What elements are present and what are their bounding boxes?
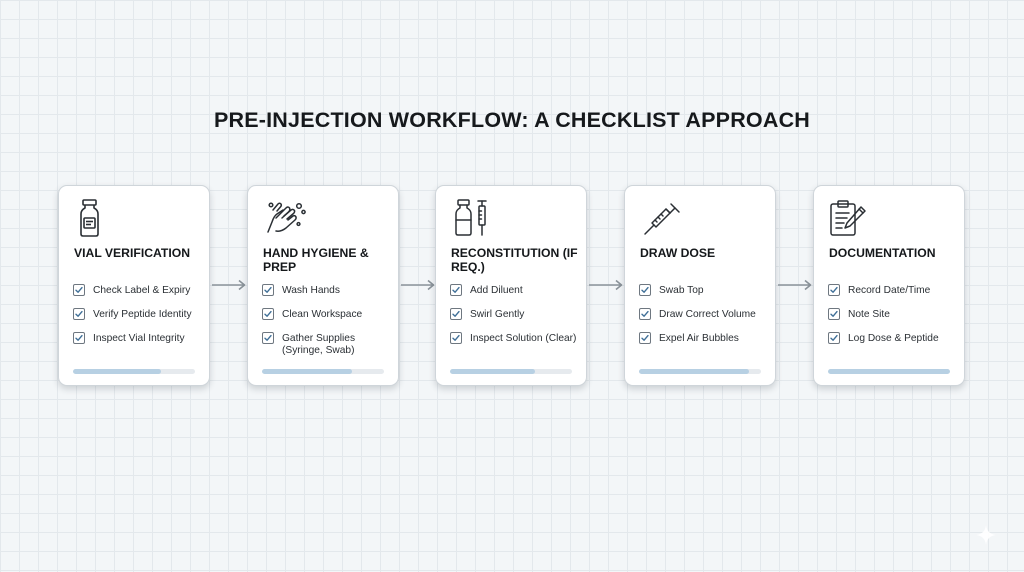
progress-bar xyxy=(262,369,384,374)
vial-syringe-icon xyxy=(450,198,498,238)
checklist-item-label: Log Dose & Peptide xyxy=(848,333,939,344)
page-title: PRE-INJECTION WORKFLOW: A CHECKLIST APPR… xyxy=(213,108,811,132)
checked-checkbox-icon[interactable] xyxy=(828,308,840,320)
progress-fill xyxy=(639,369,749,374)
checklist-item-label: Clean Workspace xyxy=(282,309,363,320)
arrow-right-icon xyxy=(212,279,246,291)
checked-checkbox-icon[interactable] xyxy=(73,332,85,344)
arrow-right-icon xyxy=(589,279,623,291)
progress-fill xyxy=(450,369,536,374)
step-title: DOCUMENTATION xyxy=(829,246,936,260)
step-title: DRAW DOSE xyxy=(640,246,716,260)
checked-checkbox-icon[interactable] xyxy=(262,284,274,296)
checked-checkbox-icon[interactable] xyxy=(262,332,274,344)
progress-bar xyxy=(73,369,195,374)
checked-checkbox-icon[interactable] xyxy=(639,308,651,320)
arrow-right-icon xyxy=(401,279,435,291)
checklist-item-label: Swab Top xyxy=(659,285,704,296)
progress-bar xyxy=(828,369,950,374)
checklist-item[interactable]: Verify Peptide Identity xyxy=(73,308,207,321)
step-card-reconstitution: RECONSTITUTION (IF REQ.) Add Diluent Swi… xyxy=(435,185,587,386)
checked-checkbox-icon[interactable] xyxy=(639,332,651,344)
step-card-documentation: DOCUMENTATION Record Date/Time Note Site… xyxy=(813,185,965,386)
checklist: Swab Top Draw Correct Volume Expel Air B… xyxy=(639,284,773,357)
checklist-item[interactable]: Check Label & Expiry xyxy=(73,284,207,297)
checklist-item-label: Add Diluent xyxy=(470,285,523,296)
checklist-item-label: Note Site xyxy=(848,309,890,320)
checklist: Add Diluent Swirl Gently Inspect Solutio… xyxy=(450,284,584,357)
progress-fill xyxy=(73,369,161,374)
checked-checkbox-icon[interactable] xyxy=(828,284,840,296)
vial-icon xyxy=(73,198,121,238)
checklist-item-label: Swirl Gently xyxy=(470,309,525,320)
checked-checkbox-icon[interactable] xyxy=(450,284,462,296)
checklist-item[interactable]: Swab Top xyxy=(639,284,773,297)
step-title: HAND HYGIENE & PREP xyxy=(263,246,369,274)
checklist-item[interactable]: Log Dose & Peptide xyxy=(828,332,962,345)
checklist-item[interactable]: Expel Air Bubbles xyxy=(639,332,773,345)
checked-checkbox-icon[interactable] xyxy=(450,308,462,320)
step-card-draw-dose: DRAW DOSE Swab Top Draw Correct Volume E… xyxy=(624,185,776,386)
checklist-item[interactable]: Gather Supplies (Syringe, Swab) xyxy=(262,332,396,357)
step-card-hand-hygiene: HAND HYGIENE & PREP Wash Hands Clean Wor… xyxy=(247,185,399,386)
checklist-item-label: Record Date/Time xyxy=(848,285,931,296)
checklist-item[interactable]: Note Site xyxy=(828,308,962,321)
checklist-item-label: Verify Peptide Identity xyxy=(93,309,192,320)
checklist-item[interactable]: Draw Correct Volume xyxy=(639,308,773,321)
checklist: Check Label & Expiry Verify Peptide Iden… xyxy=(73,284,207,357)
step-title: RECONSTITUTION (IF REQ.) xyxy=(451,246,578,274)
checklist-item[interactable]: Clean Workspace xyxy=(262,308,396,321)
checklist-item[interactable]: Record Date/Time xyxy=(828,284,962,297)
checklist-item-label: Check Label & Expiry xyxy=(93,285,191,296)
arrow-right-icon xyxy=(778,279,812,291)
checklist-item-label: Gather Supplies (Syringe, Swab) xyxy=(282,333,356,356)
checklist-item[interactable]: Wash Hands xyxy=(262,284,396,297)
checklist-item[interactable]: Inspect Solution (Clear) xyxy=(450,332,584,345)
checked-checkbox-icon[interactable] xyxy=(73,284,85,296)
checklist-item[interactable]: Swirl Gently xyxy=(450,308,584,321)
sparkle-icon xyxy=(976,525,996,545)
checklist-item-label: Wash Hands xyxy=(282,285,340,296)
checklist-item-label: Expel Air Bubbles xyxy=(659,333,739,344)
clipboard-icon xyxy=(828,198,876,238)
checked-checkbox-icon[interactable] xyxy=(450,332,462,344)
checklist-item-label: Inspect Vial Integrity xyxy=(93,333,185,344)
checked-checkbox-icon[interactable] xyxy=(73,308,85,320)
checklist-item[interactable]: Inspect Vial Integrity xyxy=(73,332,207,345)
progress-bar xyxy=(639,369,761,374)
hand-washing-icon xyxy=(262,198,310,238)
checklist: Wash Hands Clean Workspace Gather Suppli… xyxy=(262,284,396,369)
checked-checkbox-icon[interactable] xyxy=(639,284,651,296)
progress-fill xyxy=(828,369,950,374)
checked-checkbox-icon[interactable] xyxy=(828,332,840,344)
step-title: VIAL VERIFICATION xyxy=(74,246,191,260)
checklist-item-label: Inspect Solution (Clear) xyxy=(470,333,577,344)
checklist-item-label: Draw Correct Volume xyxy=(659,309,756,320)
checklist-item[interactable]: Add Diluent xyxy=(450,284,584,297)
checklist: Record Date/Time Note Site Log Dose & Pe… xyxy=(828,284,962,357)
syringe-icon xyxy=(639,198,687,238)
checked-checkbox-icon[interactable] xyxy=(262,308,274,320)
step-card-vial-verification: VIAL VERIFICATION Check Label & Expiry V… xyxy=(58,185,210,386)
progress-bar xyxy=(450,369,572,374)
progress-fill xyxy=(262,369,353,374)
